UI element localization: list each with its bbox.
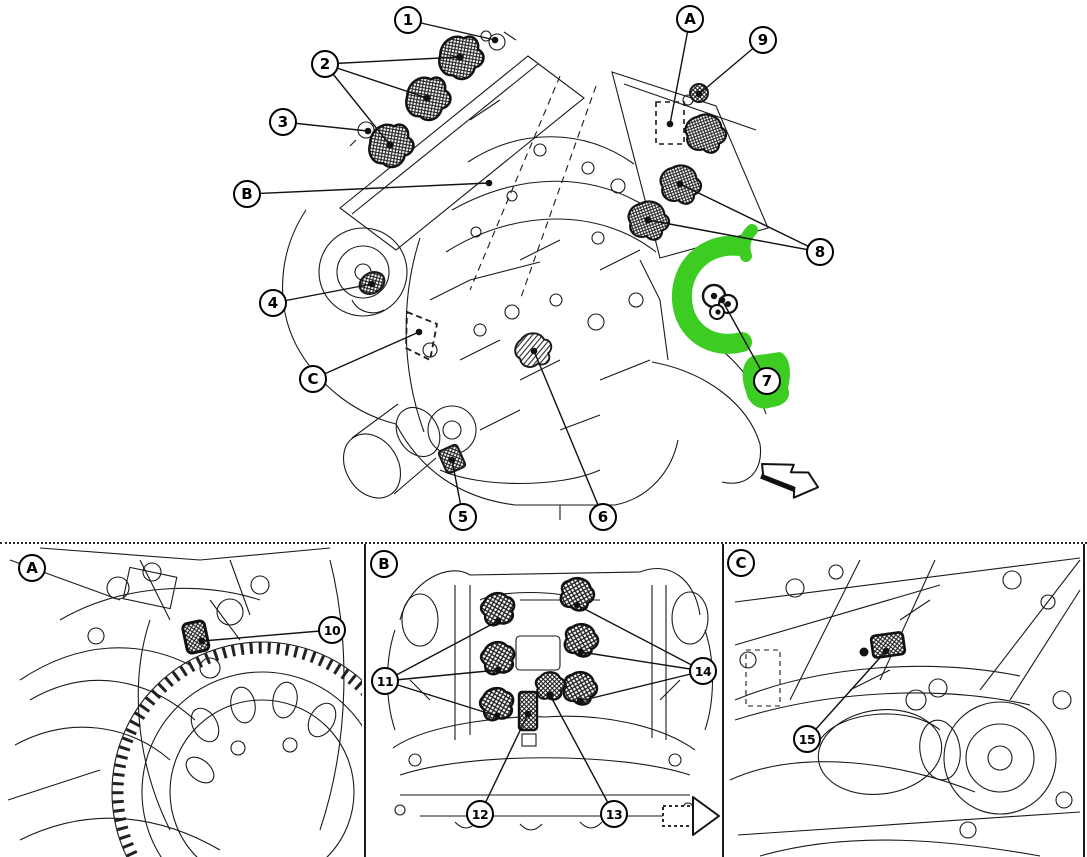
leader-line (647, 219, 821, 253)
callout-12: 12 (466, 800, 494, 828)
callout-6: 6 (589, 503, 617, 531)
callout-15: 15 (793, 725, 821, 753)
leader-dot (423, 94, 431, 102)
leader-line (533, 350, 604, 518)
direction-arrow-lower-right-icon (760, 463, 820, 499)
leader-line (384, 680, 498, 717)
leader-dot (198, 637, 206, 645)
direction-arrow-right-icon (662, 796, 720, 836)
callout-13: 13 (600, 800, 628, 828)
leader-line (479, 713, 529, 815)
leader-dot (577, 648, 585, 656)
leader-line (679, 183, 821, 253)
leader-dot (494, 617, 502, 625)
leader-dot (718, 296, 726, 304)
leader-line (579, 670, 704, 702)
leader-dot (576, 697, 584, 705)
leader-dot (494, 666, 502, 674)
leader-line (324, 56, 461, 65)
leader-line (576, 604, 704, 672)
callout-14: 14 (689, 657, 717, 685)
callout-A: A (676, 5, 704, 33)
leader-line (282, 121, 369, 132)
leader-line (721, 299, 768, 382)
callout-4: 4 (259, 289, 287, 317)
callout-11: 11 (371, 667, 399, 695)
panel-divider-b-c (722, 544, 724, 857)
leader-dot (456, 53, 464, 61)
leader-line (272, 283, 373, 304)
callout-B: B (233, 180, 261, 208)
callout-A: A (18, 554, 46, 582)
leader-dot (676, 180, 684, 188)
leader-line (580, 651, 704, 672)
panel-c-art (729, 557, 1081, 857)
leader-line (324, 63, 391, 146)
leader-dot (695, 90, 703, 98)
callout-8: 8 (806, 238, 834, 266)
leader-dot (485, 179, 493, 187)
callout-10: 10 (318, 616, 346, 644)
callout-7[interactable]: 7 (753, 367, 781, 395)
callout-C: C (727, 549, 755, 577)
leader-line (246, 182, 490, 195)
leader-line (806, 650, 887, 740)
leader-line (384, 669, 499, 682)
leader-line (669, 18, 691, 125)
leader-lines (198, 18, 890, 815)
leader-line (324, 63, 428, 99)
panel-a-art (7, 547, 362, 857)
panel-divider-a-b (364, 544, 366, 857)
leader-dot (364, 127, 372, 135)
panel-border-right (1083, 544, 1085, 857)
leader-line (201, 629, 333, 642)
leader-line (549, 694, 615, 815)
leader-dot (491, 36, 499, 44)
leader-dot (415, 328, 423, 336)
leader-dot (882, 647, 890, 655)
leader-dot (666, 120, 674, 128)
callout-9: 9 (749, 26, 777, 54)
leader-dot (524, 710, 532, 718)
callout-5: 5 (449, 503, 477, 531)
leader-dot (644, 216, 652, 224)
leader-dot (448, 456, 456, 464)
leader-dot (530, 347, 538, 355)
leader-line (384, 620, 499, 682)
leader-dot (546, 691, 554, 699)
callout-2: 2 (311, 50, 339, 78)
leader-dot (573, 601, 581, 609)
leader-line (407, 19, 496, 41)
callout-1: 1 (394, 6, 422, 34)
callout-C: C (299, 365, 327, 393)
callout-B: B (370, 550, 398, 578)
leader-line (312, 331, 420, 380)
callout-3: 3 (269, 108, 297, 136)
panel-separator-horizontal (0, 542, 1087, 544)
leader-dot (386, 141, 394, 149)
leader-dot (368, 280, 376, 288)
leader-dot (493, 712, 501, 720)
